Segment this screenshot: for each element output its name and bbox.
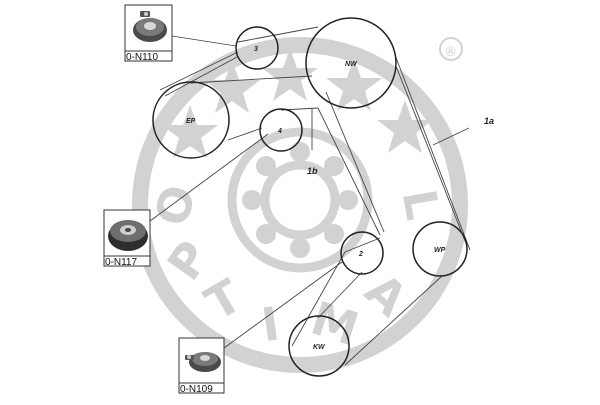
watermark-letter-i: I [258, 296, 282, 352]
callout-1a-label: 1a [484, 116, 494, 126]
callout-1a: 1a [432, 116, 494, 146]
pulley-3: 3 [235, 26, 279, 70]
part-0-n117-code: 0-N117 [105, 257, 137, 268]
callout-1b: 1b [307, 166, 318, 176]
part-0-n109-code: 0-N109 [180, 384, 213, 395]
pulley-2: 2 [340, 231, 384, 275]
part-0-n110-code: 0-N110 [126, 52, 158, 63]
pulley-3-label: 3 [254, 46, 258, 53]
watermark-letter-o: O [144, 179, 206, 231]
pulley-ep-label: EP [186, 118, 196, 125]
pulley-2-label: 2 [358, 251, 363, 258]
pulley-4-label: 4 [277, 128, 282, 135]
pulley-nw: NW [305, 17, 397, 109]
timing-belt [149, 26, 471, 366]
optimal-watermark: O P T I M A L ® [132, 37, 468, 373]
idler-pulley-icon [108, 220, 148, 251]
tensioner-roller-icon [185, 352, 221, 372]
part-0-n110: 0-N110 [124, 4, 237, 63]
pulley-kw-label: KW [313, 344, 326, 351]
pulley-kw: KW [288, 315, 350, 377]
pulley-wp: WP [412, 221, 468, 277]
callout-1b-label: 1b [307, 166, 318, 176]
pulley-wp-label: WP [434, 247, 446, 254]
part-0-n117: 0-N117 [103, 209, 151, 268]
pulley-4: 4 [259, 108, 303, 152]
tensioner-roller-icon [133, 11, 167, 42]
part-0-n109: 0-N109 [178, 337, 225, 395]
pulley-nw-label: NW [345, 61, 358, 68]
pulley-ep: EP [152, 81, 230, 159]
watermark-letter-l: L [392, 185, 450, 223]
registered-mark: ® [444, 45, 457, 60]
